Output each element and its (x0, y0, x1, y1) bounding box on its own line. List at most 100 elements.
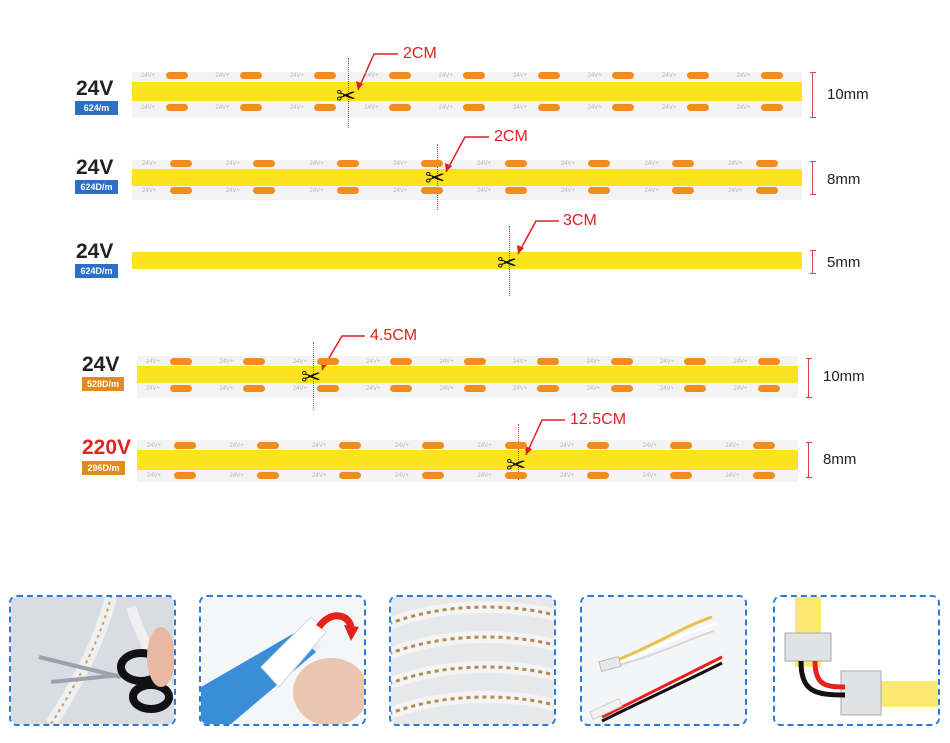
solder-pad (463, 72, 486, 79)
pad-print: 24V+ (366, 359, 381, 365)
solder-pad (337, 187, 360, 194)
width-bracket (810, 250, 816, 274)
solder-pad (684, 385, 707, 392)
solder-pad (388, 72, 411, 79)
pad-print: 24V+ (364, 73, 379, 79)
pad-print: 24V+ (312, 473, 327, 479)
width-label: 10mm (827, 86, 869, 103)
density-badge: 296D/m (82, 461, 125, 475)
pad-print: 24V+ (644, 161, 659, 167)
pad-print: 24V+ (725, 473, 740, 479)
density-badge: 624/m (75, 101, 118, 115)
solder-pad (339, 442, 362, 449)
solder-pad (587, 472, 610, 479)
solder-pad (314, 72, 337, 79)
pad-print: 24V+ (659, 359, 675, 365)
width-bracket (806, 358, 812, 398)
voltage-label: 24V (76, 77, 114, 100)
scissors-icon: ✂ (506, 451, 527, 479)
solder-pad (757, 358, 780, 365)
pad-print: 24V+ (215, 73, 230, 79)
pad-print: 24V+ (225, 188, 240, 194)
solder-pad (420, 187, 443, 194)
solder-pad (337, 160, 360, 167)
solder-pad (174, 472, 197, 479)
voltage-label: 24V (76, 240, 114, 263)
pad-print: 24V+ (477, 443, 492, 449)
cut-length-label: 12.5CM (570, 411, 627, 428)
pad-print: 24V+ (438, 73, 453, 79)
pad-print: 24V+ (140, 73, 156, 79)
pad-print: 24V+ (292, 359, 307, 365)
density-badge: 528D/m (82, 377, 124, 391)
cut-length-label: 3CM (563, 212, 597, 229)
solder-pad (422, 472, 445, 479)
cut-line (437, 144, 438, 210)
pad-print: 24V+ (733, 359, 748, 365)
cut-length-label: 2CM (403, 45, 437, 62)
corner-connector-icon (775, 597, 938, 724)
pad-print: 24V+ (736, 105, 751, 111)
pad-print: 24V+ (140, 105, 156, 111)
width-bracket (810, 161, 816, 195)
solder-pad (165, 72, 188, 79)
solder-pad (761, 72, 784, 79)
cut-line (313, 342, 314, 410)
pad-print: 24V+ (477, 161, 492, 167)
solder-pad (239, 72, 262, 79)
pad-print: 24V+ (146, 443, 162, 449)
pad-print: 24V+ (587, 105, 602, 111)
cut-line (518, 424, 519, 480)
solder-pad (253, 160, 276, 167)
pad-print: 24V+ (560, 473, 575, 479)
solder-pad (504, 442, 527, 449)
photo-peel-tape (199, 595, 366, 726)
pad-print: 24V+ (662, 105, 677, 111)
pad-print: 24V+ (662, 73, 677, 79)
solder-pad (588, 160, 611, 167)
solder-pad (504, 160, 527, 167)
pad-print: 24V+ (725, 443, 740, 449)
solder-pad (390, 358, 413, 365)
photo-corner-connector (773, 595, 940, 726)
scissors-icon: ✂ (301, 363, 322, 391)
solder-pad (174, 442, 197, 449)
photo-cutting-strip (9, 595, 176, 726)
pad-print: 24V+ (142, 188, 157, 194)
peel-adhesive-tape-icon (201, 597, 364, 724)
cut-line (509, 226, 510, 296)
pad-print: 24V+ (728, 188, 743, 194)
density-badge: 624D/m (75, 264, 118, 278)
pad-print: 24V+ (225, 161, 240, 167)
width-bracket (810, 72, 816, 118)
cut-length-label: 4.5CM (370, 327, 418, 344)
pad-print: 24V+ (560, 161, 575, 167)
pad-print: 24V+ (513, 73, 528, 79)
solder-pad (686, 104, 709, 111)
cut-length-label: 2CM (494, 128, 528, 145)
led-strip-reel-icon (391, 597, 554, 724)
solder-pad (504, 187, 527, 194)
pad-print: 24V+ (587, 73, 602, 79)
cob-led-band (132, 169, 802, 186)
solder-pad (755, 187, 778, 194)
pad-print: 24V+ (439, 386, 454, 392)
pad-print: 24V+ (146, 473, 162, 479)
pad-print: 24V+ (642, 473, 657, 479)
density-badge: 624D/m (75, 180, 118, 194)
pad-print: 24V+ (309, 161, 324, 167)
width-label: 5mm (827, 254, 861, 271)
pad-print: 24V+ (586, 359, 601, 365)
solder-pad (755, 160, 778, 167)
solder-pad (390, 385, 413, 392)
solder-pad (256, 442, 279, 449)
scissors-cutting-strip-icon (11, 597, 174, 724)
pad-print: 24V+ (642, 443, 657, 449)
solder-pad (316, 385, 339, 392)
width-label: 8mm (823, 451, 857, 468)
solder-pad (752, 472, 775, 479)
pad-print: 24V+ (289, 73, 304, 79)
pad-print: 24V+ (292, 386, 307, 392)
solder-pad (243, 358, 266, 365)
pad-print: 24V+ (439, 359, 454, 365)
